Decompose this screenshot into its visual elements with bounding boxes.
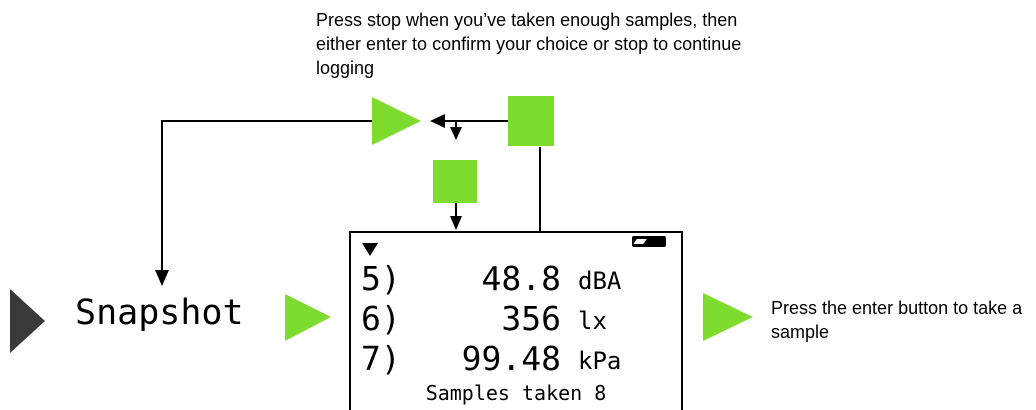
enter-triangle-icon-right [703,293,753,341]
reading-index: 7) [361,339,401,378]
stop-square-icon-middle [433,160,477,203]
snapshot-mode-label: Snapshot [75,293,244,333]
down-triangle-icon [362,243,378,256]
reading-value: 48.8 [481,259,561,298]
enter-triangle-icon-left [285,294,331,341]
enter-instruction-note: Press the enter button to take a sample [771,298,1023,342]
reading-unit: dBA [578,267,622,295]
reading-row: 5) 48.8 dBA [351,259,681,299]
arrow-down-middle-square [450,127,462,140]
stop-instruction-note: Press stop when you’ve taken enough samp… [316,10,742,78]
arrow-down-snapshot [155,270,169,286]
reading-value: 99.48 [461,339,561,378]
samples-taken-counter: Samples taken 8 [425,381,607,405]
device-screen: 5) 48.8 dBA 6) 356 lx 7) 99.48 kPa Sampl… [349,231,683,410]
loop-back-line [161,120,380,272]
reading-value: 356 [501,299,561,338]
arrow-left-junction [430,114,445,128]
mode-play-icon [10,289,45,353]
reading-index: 5) [361,259,401,298]
reading-index: 6) [361,299,401,338]
arrow-down-screen [450,216,462,230]
battery-icon [632,236,666,247]
enter-triangle-icon-top [372,97,421,145]
stop-square-icon-top [508,96,554,146]
reading-row: 6) 356 lx [351,299,681,339]
reading-unit: kPa [578,347,622,375]
reading-unit: lx [578,307,607,335]
reading-row: 7) 99.48 kPa [351,339,681,379]
